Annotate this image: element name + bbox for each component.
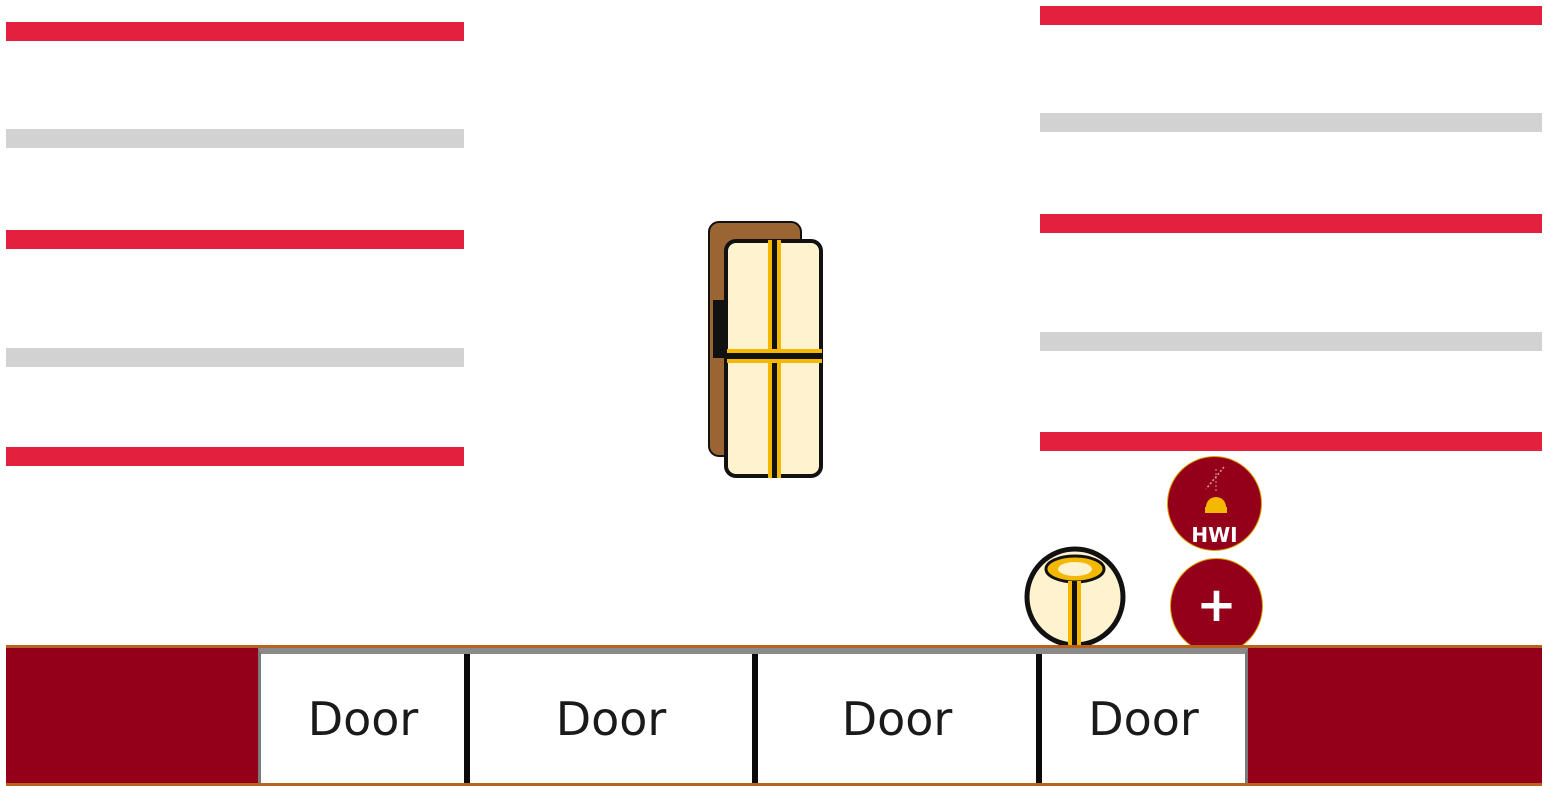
left-rack-stripe-3	[6, 230, 464, 249]
door-button-2[interactable]: Door	[470, 654, 752, 783]
round-object[interactable]	[1024, 545, 1126, 649]
left-rack-stripe-5	[6, 447, 464, 466]
door-button-1[interactable]: Door	[262, 654, 464, 783]
forklift-object[interactable]	[705, 218, 827, 482]
round-object-icon	[1024, 546, 1126, 648]
door-label: Door	[307, 691, 419, 746]
plus-icon: +	[1196, 577, 1237, 633]
right-rack-stripe-1	[1040, 6, 1542, 25]
right-rack-stripe-2	[1040, 113, 1542, 132]
crane-hook-icon	[1205, 466, 1227, 513]
hwi-label: HWI	[1191, 523, 1238, 547]
right-rack-stripe-3	[1040, 214, 1542, 233]
hwi-button[interactable]: HWI	[1167, 456, 1262, 551]
door-button-3[interactable]: Door	[758, 654, 1036, 783]
door-label: Door	[841, 691, 953, 746]
door-divider	[464, 654, 470, 783]
door-divider	[752, 654, 758, 783]
door-divider	[1036, 654, 1042, 783]
left-rack-stripe-2	[6, 129, 464, 148]
left-rack-stripe-4	[6, 348, 464, 367]
forklift-top-view-icon	[708, 221, 823, 478]
right-rack-stripe-4	[1040, 332, 1542, 351]
right-rack-stripe-5	[1040, 432, 1542, 451]
left-rack-stripe-1	[6, 22, 464, 41]
door-label: Door	[1088, 691, 1199, 746]
door-button-4[interactable]: Door	[1042, 654, 1245, 783]
door-label: Door	[555, 691, 667, 746]
add-button[interactable]: +	[1170, 558, 1263, 654]
